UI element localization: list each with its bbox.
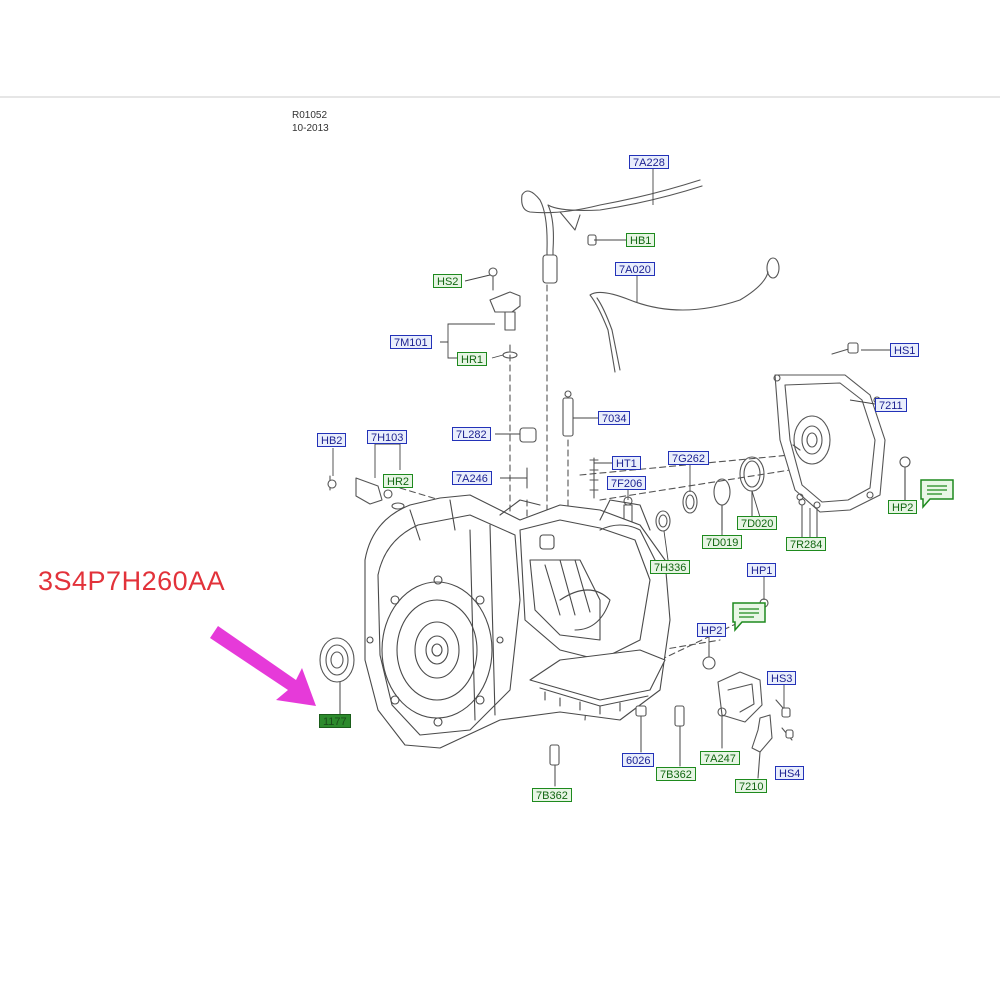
callout-7A247[interactable]: 7A247 [700,751,740,765]
lever-7210 [751,714,773,779]
part-HR2 [391,502,405,510]
callout-1177-highlighted[interactable]: 1177 [319,714,351,728]
callout-7211[interactable]: 7211 [875,398,907,412]
callout-HS2[interactable]: HS2 [433,274,463,288]
drawing-date: 10-2013 [292,123,329,134]
dipstick-7A020 [589,257,780,373]
plug-6026 [635,705,647,753]
seal-7G262 [682,490,698,514]
callout-HR1[interactable]: HR1 [457,352,488,366]
callout-6026[interactable]: 6026 [622,753,655,767]
callout-7210[interactable]: 7210 [735,779,768,793]
callout-HB2[interactable]: HB2 [317,433,347,447]
pin-7B362-right [674,705,685,767]
callout-7H103[interactable]: 7H103 [367,430,408,444]
callout-7B362-bottom[interactable]: 7B362 [532,788,572,802]
part-number: 3S4P7H260AA [38,566,226,596]
callout-7D020[interactable]: 7D020 [737,516,778,530]
callout-7L282[interactable]: 7L282 [452,427,491,441]
callout-HT1[interactable]: HT1 [612,456,641,470]
extension-housing-7211 [773,374,886,513]
part-HT1 [589,457,599,499]
pointer-arrow [210,626,316,706]
part-7H103 [355,477,393,505]
bolt-HP2-lower [702,644,716,670]
drawing-id: R01052 [292,110,328,121]
bolt-HS4 [781,727,794,741]
callout-7A228[interactable]: 7A228 [629,155,669,169]
callout-HS4[interactable]: HS4 [775,766,805,780]
callout-7G262[interactable]: 7G262 [668,451,710,465]
speed-sensor-7M101 [488,267,521,359]
callout-HB1[interactable]: HB1 [626,233,656,247]
ring-7D019 [713,478,731,506]
note-icon[interactable] [920,479,954,509]
sensor-7A247 [717,671,763,749]
callout-7M101[interactable]: 7M101 [390,335,432,349]
callout-7H336[interactable]: 7H336 [650,560,691,574]
callout-HS3[interactable]: HS3 [767,671,797,685]
callout-HP1[interactable]: HP1 [747,563,777,577]
callout-HR2[interactable]: HR2 [383,474,414,488]
seal-1177 [319,637,355,715]
callout-7034[interactable]: 7034 [598,411,631,425]
note-icon-lower[interactable] [732,602,766,632]
transmission-case [364,494,671,749]
seal-7H336 [655,510,671,532]
callout-7A020[interactable]: 7A020 [615,262,655,276]
callout-7D019[interactable]: 7D019 [702,535,743,549]
part-HB2 [327,475,337,491]
callout-HP2-lower[interactable]: HP2 [697,623,727,637]
part-7L282 [519,427,537,443]
dipstick-tube-7A228 [521,179,703,284]
part-7034 [562,390,574,437]
bolt-HS1 [831,342,859,355]
callout-HS1[interactable]: HS1 [890,343,920,357]
callout-7R284[interactable]: 7R284 [786,537,827,551]
pin-7B362-bottom [549,744,560,787]
callout-HP2-right[interactable]: HP2 [888,500,918,514]
callout-7F206[interactable]: 7F206 [607,476,647,490]
callout-7B362-right[interactable]: 7B362 [656,767,696,781]
bolt-HS3 [775,699,791,718]
bolts-7R284 [798,498,821,541]
callout-7A246[interactable]: 7A246 [452,471,492,485]
